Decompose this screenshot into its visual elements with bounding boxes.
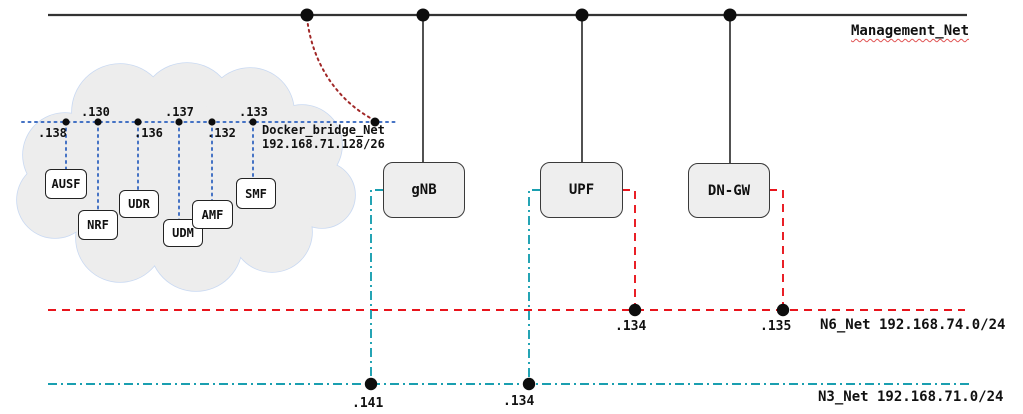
bridge-nf-links [65,121,254,221]
node-gnb: gNB [383,162,465,218]
upf-n3-link [528,189,541,384]
docker-bridge-subnet-label: 192.168.71.128/26 [262,137,385,151]
n3-net-label: N3_Net 192.168.71.0/24 [818,389,1004,405]
node-amf: AMF [192,200,233,229]
ip-label-ausf: .138 [38,126,67,140]
node-ausf: AUSF [45,169,87,199]
ip-label-dngw-n6: .135 [760,319,792,334]
ip-label-udr: .136 [134,126,163,140]
node-dngw: DN-GW [688,163,770,218]
ip-label-gnb-n3: .141 [352,396,384,411]
upf-n6-link [622,189,636,310]
ip-label-upf-n6: .134 [615,319,647,334]
connection-dots [62,8,790,391]
gnb-n3-link [370,189,384,384]
dngw-n6-link [769,189,784,310]
mgmt-to-bridge-curve [306,17,375,121]
node-upf: UPF [540,162,623,218]
management-net-label: Management_Net [851,23,970,39]
docker-bridge-name-label: Docker_bridge_Net [262,123,385,137]
ip-label-upf-n3: .134 [503,394,535,409]
ip-label-smf: .133 [239,105,268,119]
ip-label-nrf: .130 [81,105,110,119]
node-smf: SMF [236,178,276,209]
ip-label-amf: .132 [207,126,236,140]
ip-label-udm: .137 [165,105,194,119]
n6-net-label: N6_Net 192.168.74.0/24 [820,317,1006,333]
node-nrf: NRF [78,210,118,240]
node-udr: UDR [119,190,159,218]
